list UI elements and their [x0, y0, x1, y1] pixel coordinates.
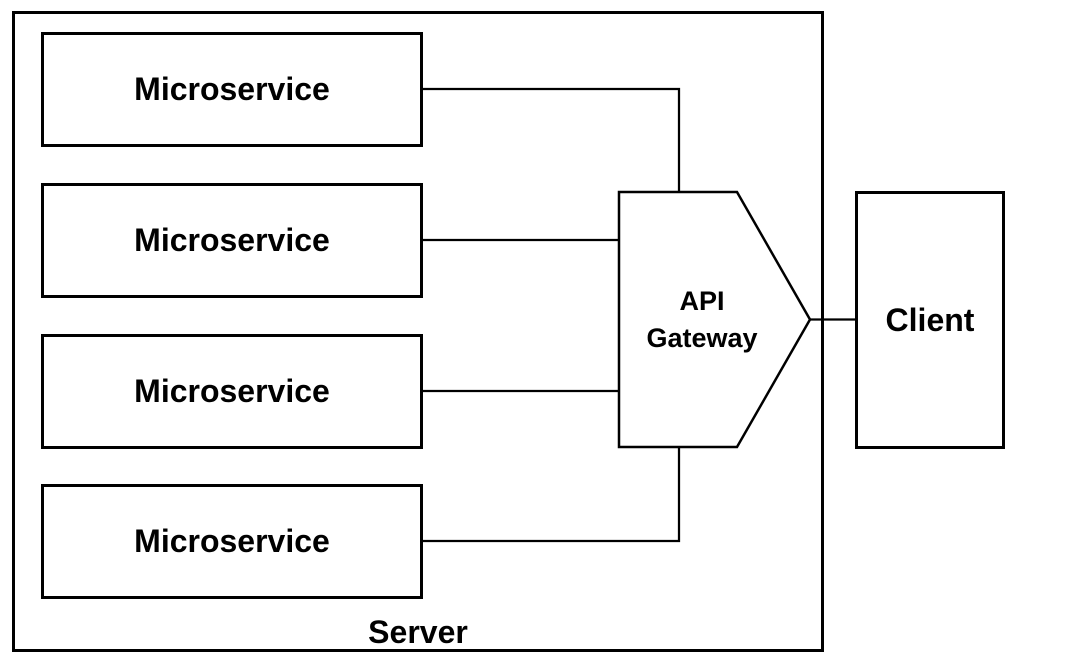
microservice-box-1: Microservice: [41, 32, 423, 147]
api-gateway-label: API Gateway: [619, 192, 785, 447]
client-label: Client: [885, 301, 975, 338]
connector-microservice4-gateway: [422, 446, 681, 543]
server-label: Server: [368, 614, 468, 650]
microservice-label: Microservice: [134, 523, 330, 559]
microservice-box-2: Microservice: [41, 183, 423, 298]
microservice-box-3: Microservice: [41, 334, 423, 449]
connector-microservice1-gateway: [422, 87, 681, 193]
api-gateway-shape: [617, 190, 812, 449]
api-gateway-label-line1: API: [679, 285, 725, 316]
microservice-label: Microservice: [134, 71, 330, 107]
microservice-label: Microservice: [134, 222, 330, 258]
microservice-label: Microservice: [134, 373, 330, 409]
client-box: Client: [855, 191, 1005, 449]
microservice-box-4: Microservice: [41, 484, 423, 599]
api-gateway-label-line2: Gateway: [646, 322, 758, 353]
server-container: [12, 11, 824, 652]
